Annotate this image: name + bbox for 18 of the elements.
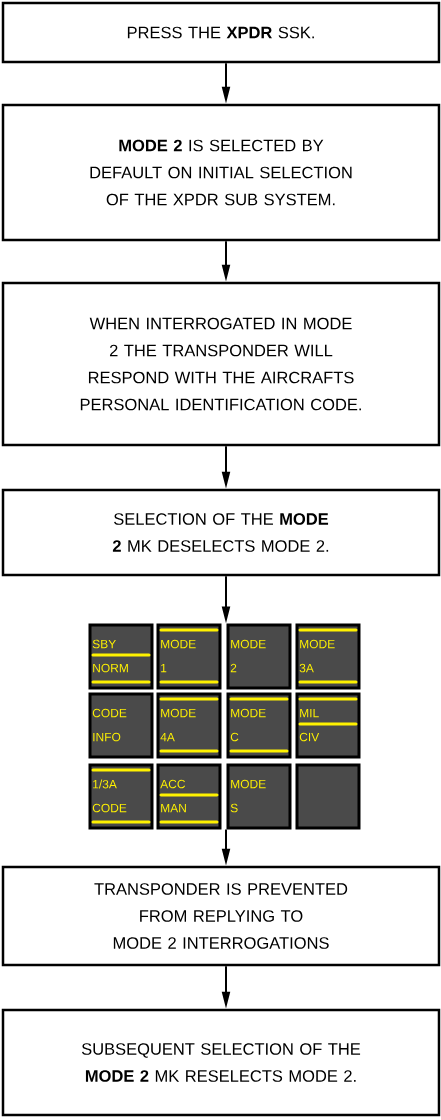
step-box: WHEN INTERROGATED IN MODE 2 THE TRANSPONDER WILL RESPOND WITH THE AIRCRAFTS PERSONAL IDENTIFICATION CODE. bbox=[1, 281, 441, 447]
key-button: MODE 3A bbox=[295, 623, 361, 690]
key-button: MODE S bbox=[226, 763, 292, 830]
key-button: MIL CIV bbox=[295, 692, 361, 759]
step-box: MODE 2 IS SELECTED BY DEFAULT ON INITIAL SELECTION OF THE XPDR SUB SYSTEM. bbox=[1, 103, 441, 242]
key-button: MODE 4A bbox=[156, 692, 222, 759]
key-button: ACC MAN bbox=[156, 763, 222, 830]
key-button: MODE 2 bbox=[226, 623, 292, 690]
step-box: SELECTION OF THE MODE 2 MK DESELECTS MODE 2. bbox=[1, 488, 441, 577]
key-button: MODE 1 bbox=[156, 623, 222, 690]
key-button: MODE C bbox=[226, 692, 292, 759]
step-box: TRANSPONDER IS PREVENTED FROM REPLYING TO MODE 2 INTERROGATIONS bbox=[1, 865, 441, 967]
step-box: PRESS THE XPDR SSK. bbox=[1, 1, 441, 64]
blank-key bbox=[295, 763, 361, 830]
key-button: 1/3A CODE bbox=[88, 763, 154, 830]
step-box: SUBSEQUENT SELECTION OF THE MODE 2 MK RESELECTS MODE 2. bbox=[1, 1008, 441, 1117]
key-button: CODE INFO bbox=[88, 692, 154, 759]
key-button: SBY NORM bbox=[88, 623, 154, 690]
